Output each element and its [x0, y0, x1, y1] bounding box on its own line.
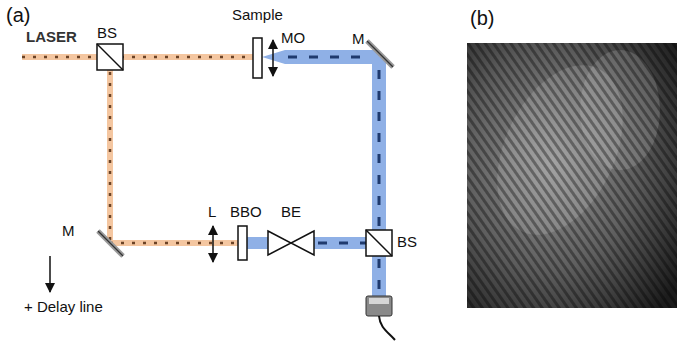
component-label: BBO: [230, 203, 262, 221]
panel-label: (a): [6, 3, 30, 27]
note-label: + Delay line: [24, 298, 103, 316]
beam-splitter: [97, 44, 392, 256]
crystal: [238, 226, 247, 260]
source-label: LASER: [26, 28, 77, 46]
camera: [366, 296, 395, 340]
component-label: L: [208, 203, 216, 221]
beam-expander: [268, 231, 314, 255]
laser-beam: [22, 57, 253, 243]
component-label: BE: [281, 203, 301, 221]
component-label: MO: [281, 29, 305, 47]
lens-symbol: [213, 40, 273, 262]
mirror: [98, 41, 393, 256]
panel-label: (b): [470, 6, 494, 30]
component-label: BS: [97, 24, 117, 42]
component-label: M: [352, 30, 365, 48]
fringe-image: [467, 43, 677, 308]
component-label: BS: [397, 233, 417, 251]
delay-arrow: [49, 256, 51, 292]
signal-beam: [247, 50, 386, 296]
component-label: M: [62, 222, 75, 240]
component-label: Sample: [232, 6, 283, 24]
sample-slab: [253, 38, 262, 78]
